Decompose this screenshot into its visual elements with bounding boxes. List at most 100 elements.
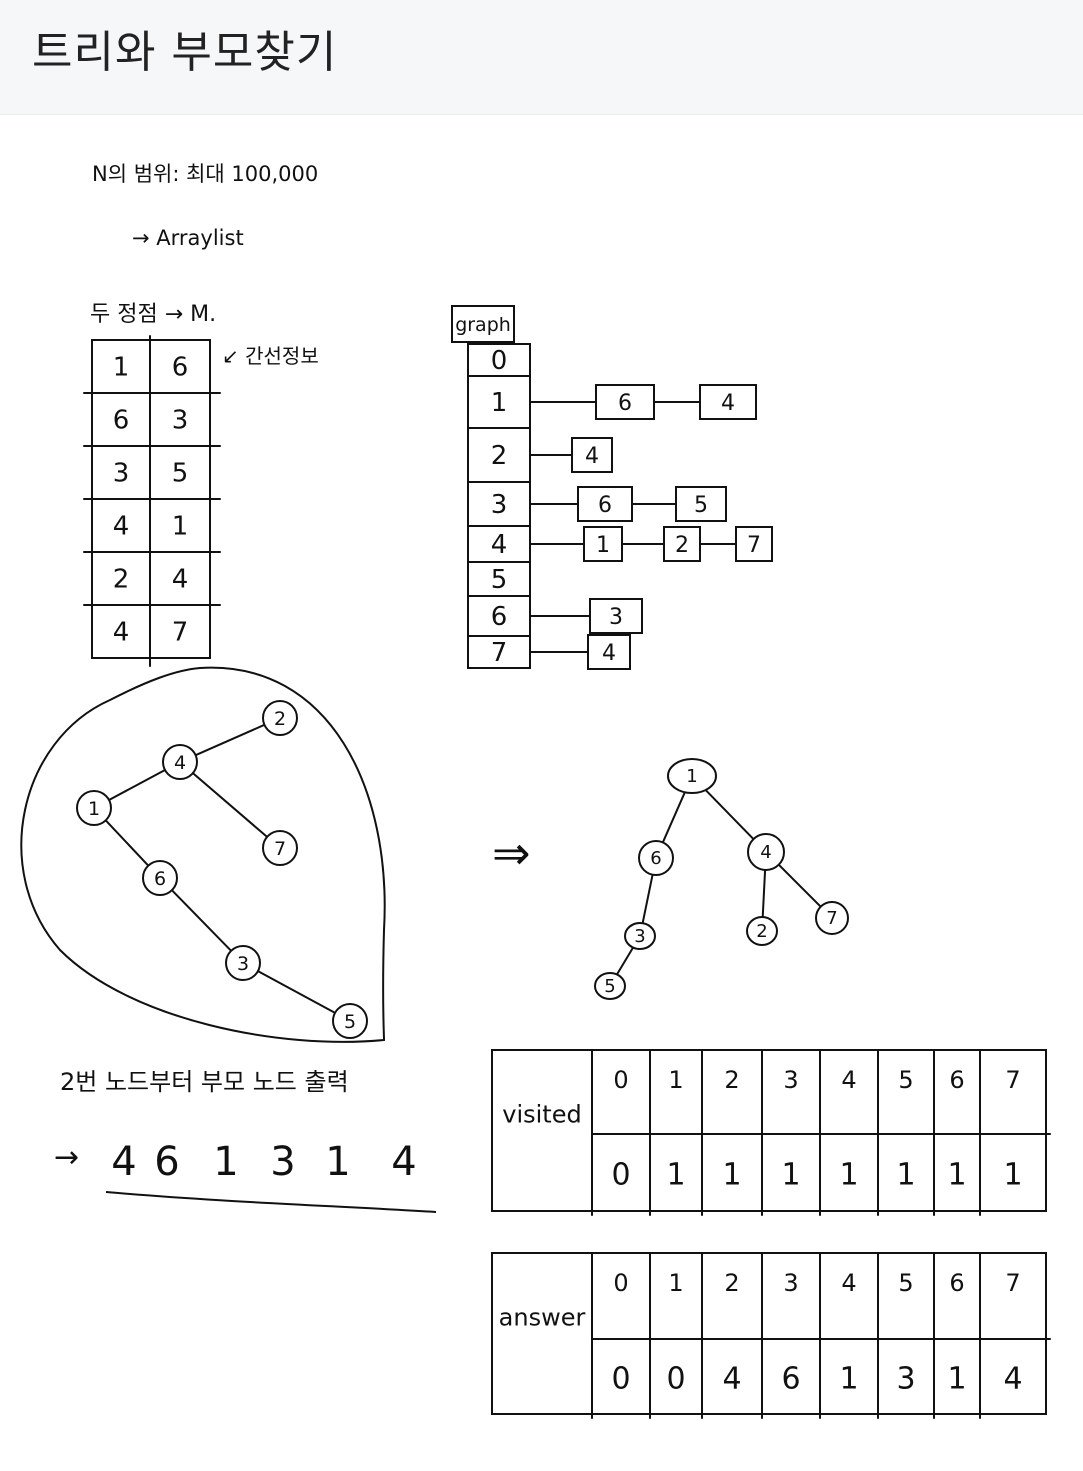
graph-neighbor: 6 [598,493,612,518]
tree-node [815,901,849,935]
graph-neighbor-box [663,526,701,562]
result-arrow: → [54,1140,80,1175]
tree-node [624,922,656,950]
answer-table-label: answer [499,1304,586,1332]
visited-table-header: 5 [898,1066,913,1094]
graph-array-border [467,343,531,669]
answer-table-value: 0 [666,1362,685,1397]
page-header: 트리와 부모찾기 [0,0,1083,115]
graph-neighbor-box [589,598,643,634]
graph-neighbor: 4 [721,391,735,416]
graph-node [76,790,112,826]
tree-node [746,916,778,946]
tree-node-label: 5 [604,976,615,997]
answer-table-header: 7 [1005,1269,1020,1297]
edge-from: 3 [113,459,130,489]
visited-table-header: 2 [724,1066,739,1094]
graph-neighbor: 4 [602,641,616,666]
answer-table-border [491,1252,1047,1415]
answer-table-header: 1 [668,1269,683,1297]
edge-to: 4 [172,565,189,595]
graph-node-label: 3 [237,953,249,975]
n-range-note: N의 범위: 최대 100,000 [92,162,319,186]
edge-from: 6 [113,406,130,436]
answer-table-value: 1 [947,1362,966,1397]
graph-neighbor: 3 [609,605,623,630]
tree-node [667,758,717,794]
graph-node [262,700,298,736]
tree-edge [777,863,822,908]
graph-edge [104,819,150,867]
tree-node [594,972,626,1000]
edge-to: 7 [172,618,189,648]
answer-table-value: 6 [781,1362,800,1397]
visited-table-header: 0 [613,1066,628,1094]
graph-outline [20,666,386,1043]
graph-label-box [451,305,515,343]
tree-node-label: 6 [650,848,661,869]
graph-edge [194,723,266,757]
visited-table-value: 1 [947,1158,966,1193]
graph-neighbor-box [735,526,773,562]
visited-table-label: visited [502,1101,581,1129]
graph-node [332,1003,368,1039]
visited-table-header: 4 [841,1066,856,1094]
tree-node-label: 4 [760,842,771,863]
visited-table-value: 0 [611,1158,630,1193]
tree-node [747,833,785,871]
graph-node [262,830,298,866]
instruction-note: 2번 노드부터 부모 노드 출력 [60,1068,349,1096]
graph-index: 2 [491,441,508,471]
graph-edge [256,970,337,1014]
edge-to: 5 [172,459,189,489]
graph-neighbor: 7 [747,533,761,558]
graph-neighbor-box [571,437,613,473]
visited-table-value: 1 [722,1158,741,1193]
edge-from: 4 [113,618,130,648]
graph-node-label: 6 [154,868,166,890]
answer-table-header: 5 [898,1269,913,1297]
graph-index: 4 [491,530,508,560]
edge-from: 2 [113,565,130,595]
graph-node-label: 7 [274,838,286,860]
visited-table-border [491,1049,1047,1212]
result-value: 1 [213,1139,238,1185]
graph-neighbor-box [583,526,623,562]
edge-from: 4 [113,512,130,542]
result-value: 6 [154,1139,179,1185]
tree-edge [661,790,687,844]
graph-neighbor: 6 [618,391,632,416]
graph-neighbor: 4 [585,444,599,469]
answer-table-header: 4 [841,1269,856,1297]
visited-table-value: 1 [666,1158,685,1193]
arrow-big: ⇒ [492,826,531,880]
graph-label: graph [455,314,511,336]
graph-neighbor-box [587,634,631,670]
visited-table-value: 1 [781,1158,800,1193]
graph-node-label: 1 [88,798,100,820]
tree-edge [702,787,755,841]
result-value: 4 [391,1139,416,1185]
graph-neighbor: 1 [596,533,610,558]
arraylist-note: → Arraylist [132,226,244,250]
tree-edge [761,868,767,919]
graph-neighbor-box [595,384,655,420]
graph-edge [107,769,167,801]
page-title: 트리와 부모찾기 [32,27,338,78]
result-underline [105,1191,437,1213]
answer-table-value: 1 [839,1362,858,1397]
answer-table-header: 2 [724,1269,739,1297]
result-value: 4 [111,1139,136,1185]
graph-node-label: 2 [274,708,286,730]
answer-table-header: 6 [949,1269,964,1297]
graph-index: 3 [491,490,508,520]
graph-edge [170,889,233,952]
graph-node-label: 4 [174,752,186,774]
